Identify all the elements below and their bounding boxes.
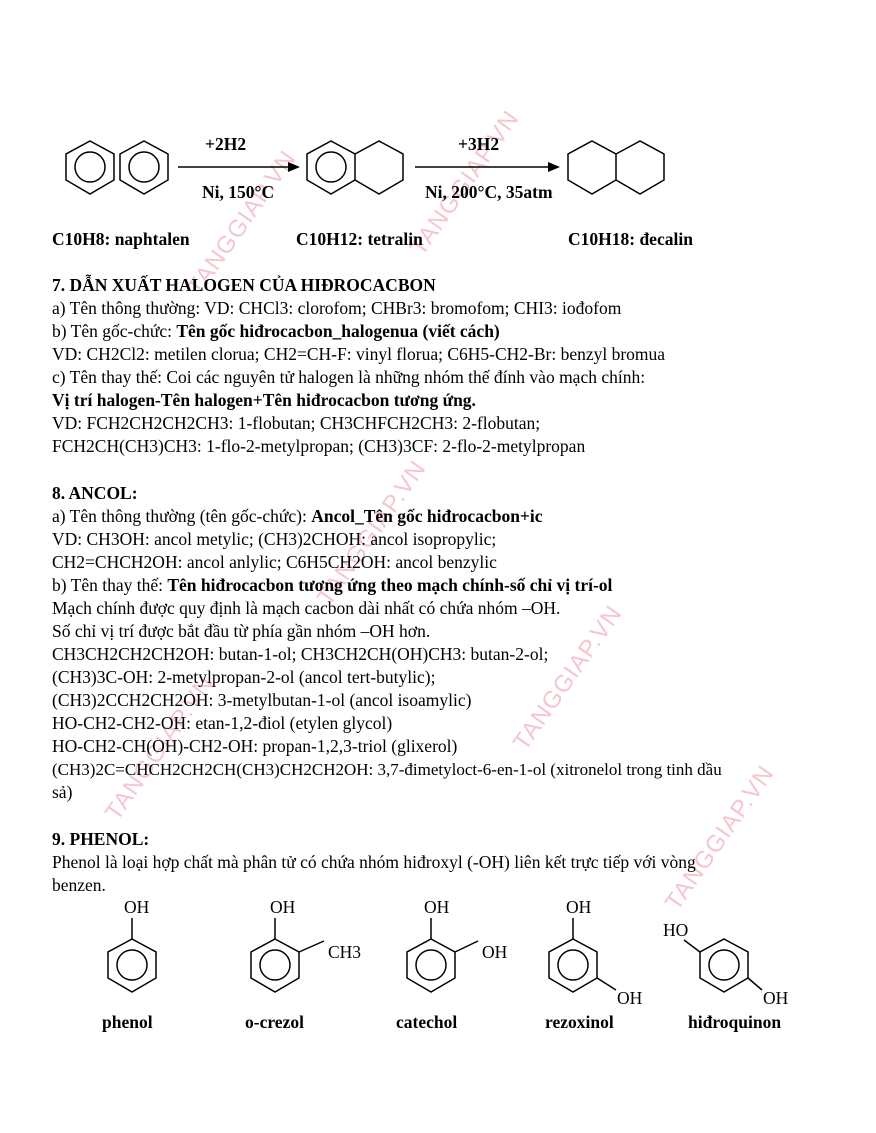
catechol-circle [415, 949, 447, 981]
rezoxinol-circle [557, 949, 589, 981]
decalin-ring-left [567, 140, 617, 195]
decalin-ring-right [615, 140, 665, 195]
rezoxinol-oh2-label: OH [617, 988, 643, 1008]
section8-line-b-prefix: b) Tên thay thế: [52, 575, 168, 595]
name-rezoxinol: rezoxinol [545, 1012, 614, 1032]
naphthalene-circle-left [74, 151, 106, 183]
section8-line-a-prefix: a) Tên thông thường (tên gốc-chức): [52, 506, 312, 526]
ocrezol-ring [250, 938, 300, 993]
section8-ex-6-cont: sả) [52, 782, 73, 802]
watermark: TANGGIAP.VN [508, 600, 628, 756]
section7-example-1: VD: CH2Cl2: metilen clorua; CH2=CH-F: vi… [52, 344, 666, 364]
name-ocrezol: o-crezol [245, 1012, 304, 1032]
name-phenol: phenol [102, 1012, 153, 1032]
phenol-ring [107, 938, 157, 993]
catechol-ring [406, 938, 456, 993]
name-catechol: catechol [396, 1012, 458, 1032]
compound-naphthalene: C10H8: naphtalen [52, 229, 190, 249]
compound-tetralin: C10H12: tetralin [296, 229, 423, 249]
section9-heading: 9. PHENOL: [52, 829, 150, 849]
tetralin-saturated-ring [354, 140, 404, 195]
phenol-oh-label: OH [124, 897, 150, 917]
ocrezol-circle [259, 949, 291, 981]
rezoxinol-oh1-label: OH [566, 897, 592, 917]
section7-line-b-prefix: b) Tên gốc-chức: [52, 321, 177, 341]
section7-heading: 7. DẪN XUẤT HALOGEN CỦA HIĐROCACBON [52, 275, 436, 295]
section7-line-a: a) Tên thông thường: VD: CHCl3: clorofom… [52, 298, 622, 318]
section8-line-b-bold: Tên hiđrocacbon tương ứng theo mạch chín… [167, 575, 613, 595]
section8-heading: 8. ANCOL: [52, 483, 138, 503]
section8-ex-1: CH3CH2CH2CH2OH: butan-1-ol; CH3CH2CH(OH)… [52, 644, 549, 664]
section9-definition-2: benzen. [52, 875, 106, 895]
section9-definition-1: Phenol là loại hợp chất mà phân tử có ch… [52, 852, 696, 872]
catechol-oh1-label: OH [424, 897, 450, 917]
section7-line-b: b) Tên gốc-chức: Tên gốc hiđrocacbon_hal… [52, 320, 500, 343]
naphthalene-circle-right [128, 151, 160, 183]
rezoxinol-ring [548, 938, 598, 993]
tetralin-aromatic-ring [306, 140, 356, 195]
reaction-scheme [65, 140, 665, 195]
section7-line-c-rule: Vị trí halogen-Tên halogen+Tên hiđrocacb… [52, 390, 476, 410]
section8-line-b: b) Tên thay thế: Tên hiđrocacbon tương ứ… [52, 574, 612, 597]
tetralin-circle [315, 151, 347, 183]
step2-condition: Ni, 200°C, 35atm [425, 182, 553, 202]
ocrezol-oh-label: OH [270, 897, 296, 917]
section7-example-2: VD: FCH2CH2CH2CH3: 1-flobutan; CH3CHFCH2… [52, 413, 541, 433]
section8-rule-2: Số chỉ vị trí được bắt đầu từ phía gần n… [52, 621, 431, 641]
section7-line-b-bold: Tên gốc hiđrocacbon_halogenua (viết cách… [176, 321, 500, 341]
hidroquinon-ho-label: HO [663, 920, 689, 940]
catechol-oh2-label: OH [482, 942, 508, 962]
phenol-circle [116, 949, 148, 981]
step1-reagent: +2H2 [205, 134, 247, 154]
naphthalene-ring-left [65, 140, 115, 195]
rezoxinol-oh2-bond [596, 977, 617, 991]
hidroquinon-oh1-bond [683, 939, 701, 953]
hidroquinon-ring [699, 938, 749, 993]
ocrezol-ch3-label: CH3 [328, 942, 362, 962]
section8-ex-5: HO-CH2-CH(OH)-CH2-OH: propan-1,2,3-triol… [52, 736, 458, 756]
section8-ex-2: (CH3)3C-OH: 2-metylpropan-2-ol (ancol te… [52, 667, 436, 687]
section7-line-c: c) Tên thay thế: Coi các nguyên tử halog… [52, 367, 646, 387]
hidroquinon-oh2-label: OH [763, 988, 789, 1008]
section8-example-2: CH2=CHCH2OH: ancol anlylic; C6H5CH2OH: a… [52, 552, 497, 572]
hidroquinon-oh2-bond [747, 977, 763, 991]
arrowhead-1 [288, 162, 300, 172]
section8-line-a: a) Tên thông thường (tên gốc-chức): Anco… [52, 505, 543, 528]
phenol-structures [107, 918, 763, 993]
arrowhead-2 [548, 162, 560, 172]
step2-reagent: +3H2 [458, 134, 500, 154]
catechol-oh2-bond [454, 940, 479, 953]
naphthalene-ring-right [119, 140, 169, 195]
compound-decalin: C10H18: đecalin [568, 229, 693, 249]
hidroquinon-circle [708, 949, 740, 981]
section8-rule-1: Mạch chính được quy định là mạch cacbon … [52, 598, 561, 618]
name-hidroquinon: hiđroquinon [688, 1012, 782, 1032]
step1-condition: Ni, 150°C [202, 182, 275, 202]
section8-line-a-bold: Ancol_Tên gốc hiđrocacbon+ic [311, 506, 543, 526]
section8-example-1: VD: CH3OH: ancol metylic; (CH3)2CHOH: an… [52, 529, 497, 549]
ocrezol-ch3-bond [298, 940, 325, 953]
section7-example-3: FCH2CH(CH3)CH3: 1-flo-2-metylpropan; (CH… [52, 436, 586, 456]
section8-ex-3: (CH3)2CCH2CH2OH: 3-metylbutan-1-ol (anco… [52, 690, 472, 710]
section8-ex-6: (CH3)2C=CHCH2CH2CH(CH3)CH2CH2OH: 3,7-đim… [52, 760, 722, 779]
section8-ex-4: HO-CH2-CH2-OH: etan-1,2-điol (etylen gly… [52, 713, 393, 733]
